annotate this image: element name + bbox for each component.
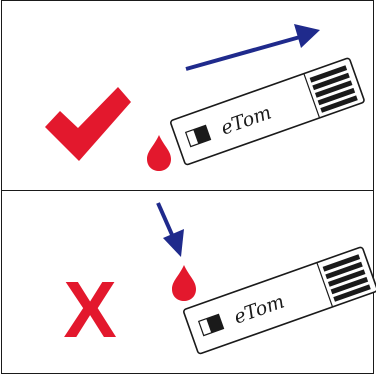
incorrect-usage-panel: X eTom bbox=[1, 190, 374, 374]
drop-direction-arrow-icon bbox=[158, 203, 184, 257]
correct-usage-panel: eTom bbox=[1, 0, 374, 191]
incorrect-mark-icon: X bbox=[63, 265, 116, 354]
test-strip: eTom bbox=[183, 247, 376, 355]
correct-usage-illustration: eTom bbox=[2, 1, 375, 192]
blood-drop-icon bbox=[172, 265, 196, 301]
test-strip: eTom bbox=[170, 58, 365, 166]
blood-drop-icon bbox=[147, 135, 171, 171]
insert-direction-arrow-icon bbox=[186, 24, 320, 69]
checkmark-icon bbox=[45, 87, 131, 161]
incorrect-usage-illustration: X eTom bbox=[2, 191, 375, 375]
